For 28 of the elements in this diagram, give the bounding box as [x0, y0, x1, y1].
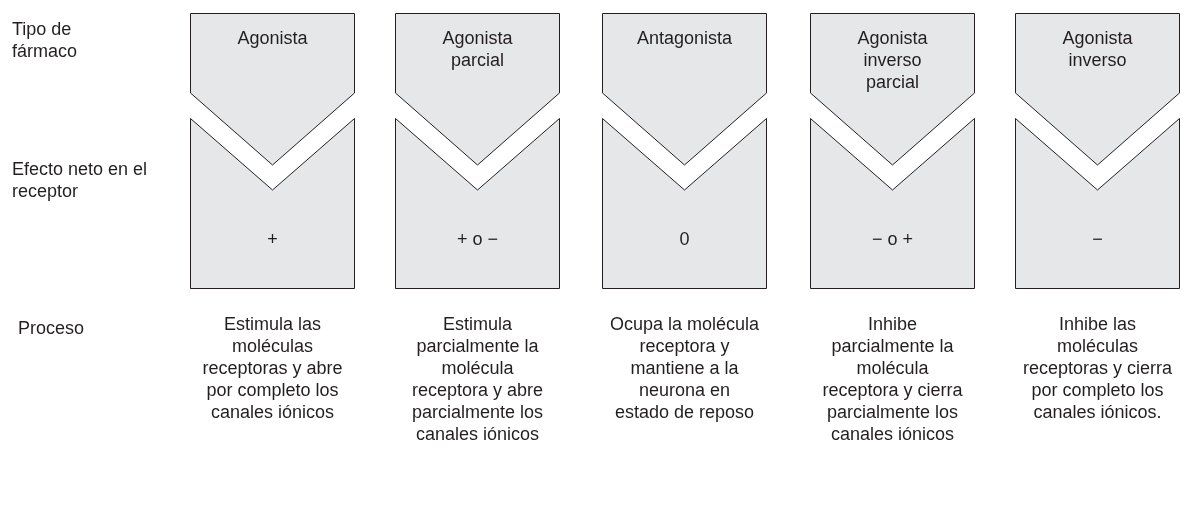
receptor-box — [810, 118, 975, 289]
drug-type-label: Agonista inverso — [1061, 27, 1134, 71]
process-description: Inhibe parcialmente la molécula receptora y cierra parcialmente los canales iónicos — [821, 313, 964, 445]
drug-type-label: Antagonista — [635, 27, 734, 49]
process-description: Estimula las moléculas receptoras y abre por completo los canales iónicos — [201, 313, 344, 423]
row-heading: Tipo de fármaco — [12, 18, 79, 62]
net-effect-sign: + — [266, 228, 279, 250]
drug-type-label: Agonista parcial — [441, 27, 514, 71]
row-heading: Efecto neto en el receptor — [12, 158, 149, 202]
net-effect-sign: − o + — [870, 228, 914, 250]
net-effect-sign: 0 — [678, 228, 691, 250]
receptor-box — [1015, 118, 1180, 289]
drug-type-label: Agonista — [236, 27, 309, 49]
drug-type-panel — [602, 13, 767, 166]
net-effect-sign: − — [1091, 228, 1104, 250]
drug-type-label: Agonista inverso parcial — [856, 27, 929, 93]
drug-type-panel — [190, 13, 355, 166]
process-description: Ocupa la molécula receptora y mantiene a la neurona en estado de reposo — [609, 313, 760, 423]
row-heading: Proceso — [18, 317, 86, 339]
drug-type-panel — [395, 13, 560, 166]
receptor-box — [190, 118, 355, 289]
process-description: Estimula parcialmente la molécula receptora y abre parcialmente los canales iónicos — [410, 313, 545, 445]
receptor-box — [602, 118, 767, 289]
drug-type-panel — [810, 13, 975, 166]
net-effect-sign: + o − — [455, 228, 499, 250]
process-description: Inhibe las moléculas receptoras y cierra por completo los canales iónicos. — [1022, 313, 1173, 423]
receptor-box — [395, 118, 560, 289]
drug-type-panel — [1015, 13, 1180, 166]
